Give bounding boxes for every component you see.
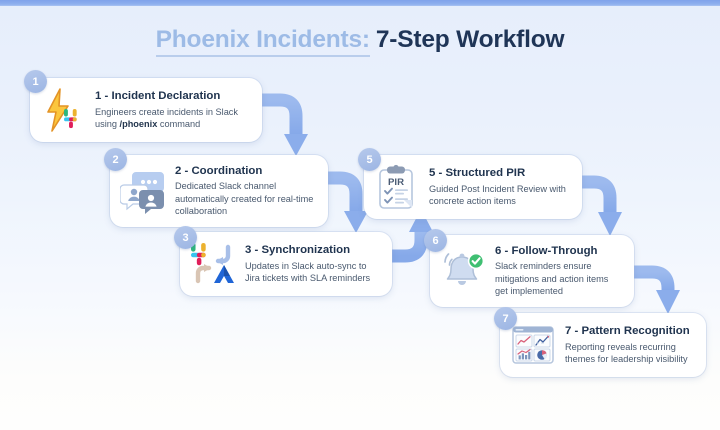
- step-card-title: 2 - Coordination: [175, 165, 263, 177]
- page-title-main: 7-Step Workflow: [375, 26, 565, 53]
- step-card-synchronization[interactable]: 3 - Synchronization Updates in Slack aut…: [180, 232, 392, 296]
- step-card-follow-through[interactable]: 6 - Follow-Through Slack reminders ensur…: [430, 235, 634, 307]
- body-post: command: [157, 119, 201, 130]
- arrow-step3-to-step5: [385, 209, 433, 263]
- clipboard-pir-checklist-icon: PIR: [374, 164, 420, 210]
- lightning-bolt-slack-icon: [40, 87, 86, 133]
- step-badge-1: 1: [24, 70, 47, 93]
- step-card-title: 5 - Structured PIR: [429, 167, 526, 180]
- step-card-title: 6 - Follow-Through: [495, 245, 598, 257]
- arrow-step6-to-step7: [625, 265, 680, 314]
- step-card-body: Updates in Slack auto-sync to Jira ticke…: [245, 260, 371, 284]
- svg-text:PIR: PIR: [388, 177, 404, 188]
- arrow-step2-to-step3: [315, 171, 368, 233]
- step-badge-7: 7: [494, 307, 517, 330]
- step-badge-3: 3: [174, 226, 197, 249]
- step-badge-2: 2: [104, 148, 127, 171]
- step-card-text: 7 - Pattern Recognition Reporting reveal…: [565, 324, 694, 365]
- analytics-dashboard-charts-icon: [510, 322, 556, 368]
- slack-jira-sync-icon: [190, 241, 236, 287]
- step-card-title: 3 - Synchronization: [245, 244, 351, 257]
- body-bold: /phoenix: [119, 119, 158, 130]
- step-card-body: Engineers create incidents in Slack usin…: [95, 106, 250, 131]
- step-card-incident-declaration[interactable]: 1 - Incident Declaration Engineers creat…: [30, 78, 262, 142]
- step-card-text: 2 - Coordination Dedicated Slack channel…: [175, 164, 316, 218]
- step-card-body: Dedicated Slack channel automatically cr…: [175, 181, 314, 217]
- step-card-body: Slack reminders ensure mitigations and a…: [495, 261, 609, 297]
- body-pre: Engineers create incidents in Slack usin…: [95, 106, 238, 130]
- step-card-text: 6 - Follow-Through Slack reminders ensur…: [495, 244, 622, 298]
- step-card-title: 1 - Incident Declaration: [95, 90, 221, 103]
- page-title-highlight: Phoenix Incidents:: [155, 26, 370, 57]
- chat-bubbles-people-icon: [119, 168, 166, 214]
- step-card-structured-pir[interactable]: PIR 5 - Structured PIR Guided Post Incid…: [364, 155, 582, 219]
- step-card-title: 7 - Pattern Recognition: [565, 325, 690, 338]
- page-title: Phoenix Incidents:7-Step Workflow: [0, 26, 720, 57]
- arrow-step1-to-step2: [245, 93, 308, 156]
- step-card-text: 1 - Incident Declaration Engineers creat…: [95, 89, 250, 130]
- step-card-coordination[interactable]: 2 - Coordination Dedicated Slack channel…: [110, 155, 328, 227]
- arrow-step5-to-step6: [573, 175, 622, 236]
- step-card-pattern-recognition[interactable]: 7 - Pattern Recognition Reporting reveal…: [500, 313, 706, 377]
- step-card-text: 5 - Structured PIR Guided Post Incident …: [429, 166, 570, 207]
- step-card-text: 3 - Synchronization Updates in Slack aut…: [245, 243, 380, 284]
- step-badge-6: 6: [424, 229, 447, 252]
- step-card-body: Guided Post Incident Review with concret…: [429, 183, 566, 207]
- step-badge-5: 5: [358, 148, 381, 171]
- ringing-bell-check-icon: [440, 248, 486, 294]
- step-card-body: Reporting reveals recurring themes for l…: [565, 341, 688, 365]
- top-accent-bar: [0, 0, 720, 6]
